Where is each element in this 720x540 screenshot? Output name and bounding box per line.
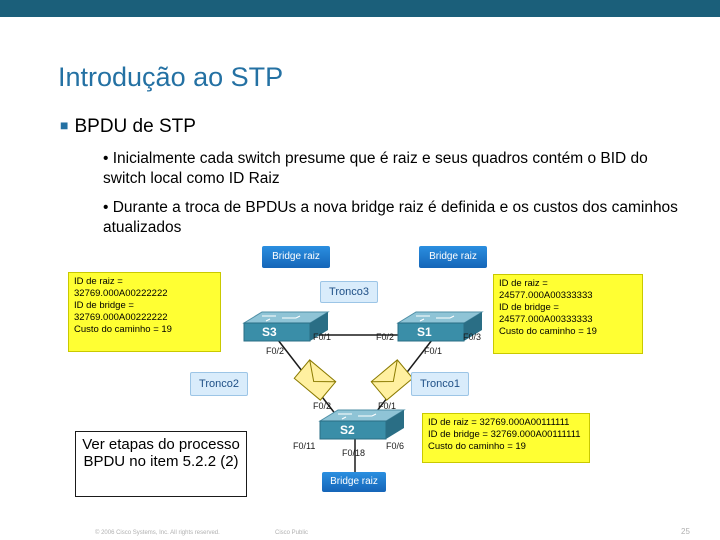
switch-s2-label: S2 (340, 423, 355, 437)
port-label: F0/18 (342, 448, 366, 458)
sub-bullet-2: • Durante a troca de BPDUs a nova bridge… (103, 199, 678, 236)
top-bar (0, 0, 720, 17)
bridge-raiz-label-right: Bridge raiz (419, 246, 487, 268)
footer-classification: Cisco Public (275, 530, 309, 536)
sub-bullet-1: • Inicialmente cada switch presume que é… (103, 150, 648, 187)
trunk-3-label: Tronco3 (320, 281, 378, 303)
bullet-square-icon: ■ (60, 117, 69, 133)
bpdu-envelope-icon (293, 359, 337, 401)
port-label: F0/2 (313, 401, 332, 411)
bpdu-envelope-icon (370, 359, 414, 401)
switch-icon (242, 311, 330, 342)
port-label: F0/11 (293, 441, 316, 451)
footer-copyright: © 2006 Cisco Systems, Inc. All rights re… (95, 530, 220, 536)
switch-icon (318, 409, 406, 440)
port-label: F0/1 (313, 332, 332, 342)
main-bullet: ■ BPDU de STP (60, 116, 196, 138)
reference-callout: Ver etapas do processo BPDU no item 5.2.… (75, 431, 247, 497)
bridge-raiz-label-left: Bridge raiz (262, 246, 330, 268)
slide-title: Introdução ao STP (58, 62, 284, 92)
page-number: 25 (681, 527, 690, 536)
port-label: F0/2 (376, 332, 395, 342)
port-label: F0/1 (424, 346, 443, 356)
bpdu-info-box-s3: ID de raiz = 32769.000A00222222 ID de br… (68, 272, 221, 352)
switch-s1-label: S1 (417, 325, 432, 339)
switch-s3-label: S3 (262, 325, 277, 339)
port-label: F0/1 (378, 401, 397, 411)
trunk-2-label: Tronco2 (190, 372, 248, 396)
port-label: F0/6 (386, 441, 405, 451)
main-bullet-text: BPDU de STP (74, 116, 196, 137)
bpdu-info-box-s2: ID de raiz = 32769.000A00111111 ID de br… (422, 413, 590, 463)
bridge-raiz-label-bottom: Bridge raiz (322, 472, 386, 492)
trunk-1-label: Tronco1 (411, 372, 469, 396)
switch-icon (396, 311, 484, 342)
port-label: F0/2 (266, 346, 285, 356)
bpdu-info-box-s1: ID de raiz = 24577.000A00333333 ID de br… (493, 274, 643, 354)
port-label: F0/3 (463, 332, 482, 342)
